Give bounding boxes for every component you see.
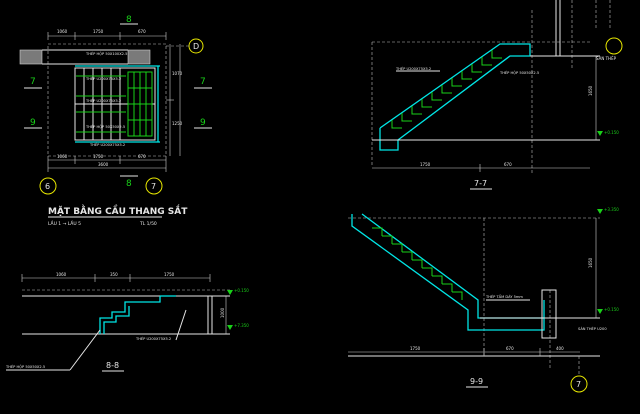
stair-plan: 1060 1750 670 — [19, 15, 212, 227]
sec99-dim-2: 670 — [506, 346, 514, 351]
sec77-label: 7-7 — [474, 179, 487, 188]
plan-section-left-7: 7 — [30, 77, 36, 87]
plan-dim-top-1: 1060 — [57, 29, 68, 34]
plan-grid-d: D — [193, 42, 199, 51]
sec88-dim-1: 1060 — [56, 272, 67, 277]
plan-dim-top-3: 670 — [138, 29, 146, 34]
plan-section-right-7: 7 — [200, 77, 206, 87]
sec88-level-1: +0.150 — [234, 288, 249, 293]
plan-note-u200-a: THÉP U200X75X5.2 — [85, 76, 121, 81]
plan-dim-bot-1: 1060 — [57, 154, 68, 159]
sec99-dim-h: 1650 — [588, 257, 593, 268]
sec88-note-box50: THÉP HỘP 50X50X2.5 — [5, 364, 45, 369]
plan-note-box50: THÉP HỘP 50X50X2.5 — [85, 124, 125, 129]
sec88-dim-h: 1000 — [220, 307, 225, 318]
plan-title: MẶT BẰNG CẦU THANG SẮT — [48, 204, 188, 217]
plan-section-bottom: 8 — [126, 179, 132, 189]
plan-dim-bot-3: 670 — [138, 154, 146, 159]
plan-dim-right-1: 1070 — [172, 71, 183, 76]
plan-note-u200-b: THÉP U200X75X5.2 — [85, 98, 121, 103]
sec99-note-plate: THÉP TẤM DÀY 5mm — [485, 294, 523, 299]
sec99-grid-7: 7 — [576, 380, 581, 389]
sec99-dim-3: 400 — [556, 346, 564, 351]
plan-grid-6: 6 — [45, 182, 50, 191]
plan-dim-right-2: 1250 — [172, 121, 183, 126]
sec99-dim-1: 1750 — [410, 346, 421, 351]
plan-section-top: 8 — [126, 15, 132, 25]
sec88-label: 8-8 — [106, 361, 119, 370]
section-8-8: 1060 350 1750 +0.150 +7.350 1000 THÉP U2… — [5, 272, 249, 372]
plan-section-left-9: 9 — [30, 118, 36, 128]
plan-dim-total: 3600 — [98, 162, 109, 167]
sec88-dim-3: 1750 — [164, 272, 175, 277]
sec88-note-u200: THÉP U200X75X5.2 — [135, 336, 171, 341]
plan-subtitle: LẦU 1 → LẦU 5 — [48, 219, 81, 227]
plan-note-box100: THÉP HỘP 50X100X2.5 — [85, 51, 127, 56]
sec77-dim-w2: 670 — [504, 162, 512, 167]
sec88-level-2: +7.350 — [234, 323, 249, 328]
partial-drawing-top-right — [595, 0, 623, 55]
section-9-9: +3.350 +0.150 1650 THÉP TẤM DÀY 5mm SÀN … — [348, 207, 619, 393]
sec77-level-bot: +0.150 — [604, 130, 619, 135]
sec88-dim-2: 350 — [110, 272, 118, 277]
plan-dim-bot-2: 1750 — [93, 154, 104, 159]
sec99-note-floor: SÀN THÉP U200 — [578, 326, 607, 331]
sec77-level-top: SÀN THÉP — [596, 56, 617, 61]
sec99-level-bot: +0.150 — [604, 307, 619, 312]
plan-dim-top-2: 1750 — [93, 29, 104, 34]
sec99-label: 9-9 — [470, 377, 483, 386]
plan-scale: TL 1/50 — [139, 221, 157, 227]
sec77-dim-w1: 1750 — [420, 162, 431, 167]
sec99-level-top: +3.350 — [604, 207, 619, 212]
plan-section-right-9: 9 — [200, 118, 206, 128]
sec77-note-box50: THÉP HỘP 50X50X2.5 — [499, 70, 539, 75]
section-7-7: 1750 670 1650 SÀN THÉP +0.150 THÉP U200X… — [371, 0, 619, 190]
plan-note-u200-c: THÉP U200X75X5.2 — [89, 142, 125, 147]
sec77-note-u200: THÉP U200X75X5.2 — [395, 66, 431, 71]
plan-grid-7: 7 — [151, 182, 156, 191]
sec77-dim-h: 1650 — [588, 85, 593, 96]
